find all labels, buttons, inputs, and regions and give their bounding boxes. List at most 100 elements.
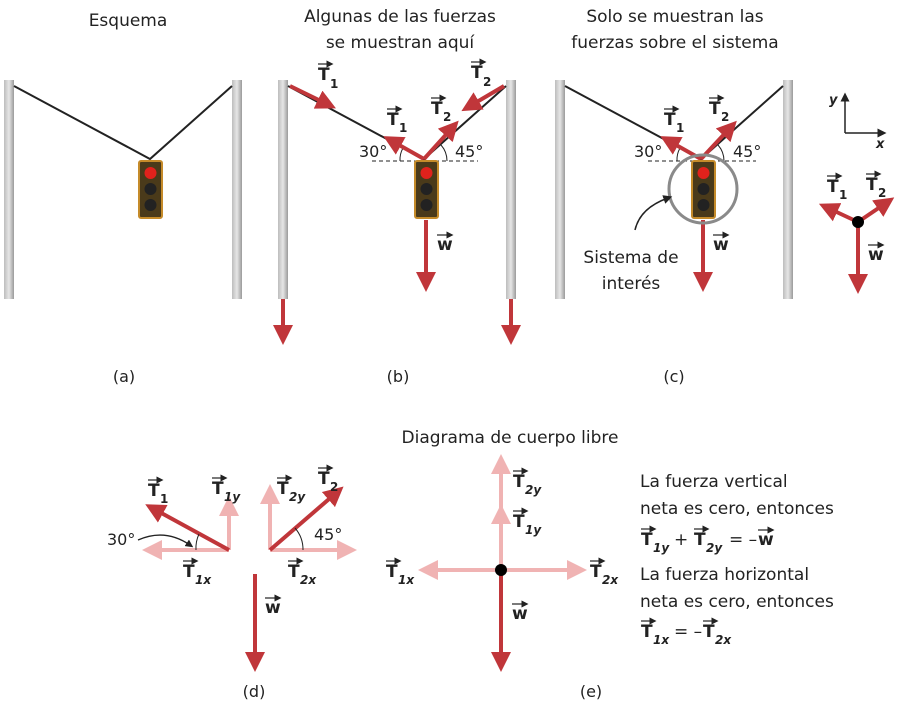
force-t2 [268,486,344,552]
svg-text:1x: 1x [195,573,212,587]
svg-text:1: 1 [399,121,407,135]
svg-text:T: T [386,562,398,582]
label-t1: T 1 [387,105,407,135]
equations: La fuerza vertical neta es cero, entonce… [640,472,834,647]
mini-free-body: T 1 T 2 w [818,170,895,294]
vertical-text-1: La fuerza vertical [640,472,788,492]
svg-text:2y: 2y [706,541,723,555]
title-c-line1: Solo se muestran las [586,7,763,27]
label-t1: T 1 [664,105,684,135]
angle-30: 30° [634,142,662,161]
svg-text:T: T [590,562,602,582]
svg-text:1y: 1y [653,541,670,555]
label-w: w [512,600,529,624]
svg-text:T: T [641,622,653,642]
system-pointer [634,195,673,231]
svg-text:2x: 2x [300,573,317,587]
label-w: w [713,231,730,255]
angle-arc-45 [294,527,304,551]
label-t2: T 2 [709,94,729,124]
force-t1 [383,136,425,161]
svg-text:2x: 2x [602,573,619,587]
vertical-equation: T 1y + T 2y = – w [641,525,775,555]
svg-text:T: T [641,530,653,550]
angle-30: 30° [107,530,135,549]
svg-text:2: 2 [330,480,338,494]
svg-text:T: T [431,99,443,119]
svg-text:T: T [183,562,195,582]
label-t1x: T 1x [386,557,415,587]
horizontal-text-1: La fuerza horizontal [640,565,809,585]
svg-text:1x: 1x [398,573,415,587]
svg-text:T: T [387,110,399,130]
label-a: (a) [113,367,135,386]
horizontal-equation: T 1x = – T 2x [641,617,732,647]
label-e: (e) [580,682,602,701]
panel-c: Solo se muestran las fuerzas sobre el si… [555,7,895,386]
svg-text:T: T [827,177,839,197]
system-label-line2: interés [602,274,661,294]
svg-text:T: T [703,622,715,642]
svg-text:+: + [674,530,688,550]
angle-arc-30 [399,147,404,162]
traffic-light [138,160,163,219]
label-t2y: T 2y [513,467,542,497]
angle-arc-30 [195,533,200,551]
svg-text:2y: 2y [525,483,542,497]
svg-text:1y: 1y [525,523,542,537]
horizontal-text-2: neta es cero, entonces [640,592,834,612]
angle-arc-30 [676,147,681,162]
svg-text:2: 2 [443,110,451,124]
pole-left [4,80,14,299]
label-t2x: T 2x [590,557,619,587]
pole-right [232,80,242,299]
svg-text:T: T [318,469,330,489]
svg-text:T: T [471,63,483,83]
svg-text:1: 1 [160,492,168,506]
label-t1y: T 1y [212,474,241,504]
svg-text:T: T [148,481,160,501]
traffic-light [414,160,439,219]
svg-text:T: T [277,479,289,499]
body-point [495,564,507,576]
title-fbd: Diagrama de cuerpo libre [402,428,619,448]
svg-text:2: 2 [878,186,886,200]
svg-text:T: T [513,512,525,532]
svg-text:x: x [875,137,885,152]
pole-right [506,80,516,299]
svg-text:2x: 2x [715,633,732,647]
angle-45: 45° [455,142,483,161]
title-b-line1: Algunas de las fuerzas [304,7,496,27]
title-a: Esquema [89,11,168,31]
svg-text:T: T [513,472,525,492]
angle-arc-45 [440,144,448,162]
label-w: w [265,594,282,618]
label-c: (c) [663,367,684,386]
svg-text:w: w [437,235,453,255]
panel-b: Algunas de las fuerzas se muestran aquí … [273,7,521,386]
label-t2: T 2 [318,464,338,494]
label-w: w [437,231,454,255]
traffic-light [691,160,716,219]
label-t1: T 1 [148,476,168,506]
force-t1 [145,504,230,552]
svg-text:T: T [709,99,721,119]
label-t2-pole: T 2 [471,58,491,89]
force-t2-on-pole [461,84,506,112]
svg-text:T: T [694,530,706,550]
system-circle [667,153,739,225]
svg-text:= –: = – [729,530,757,550]
svg-text:w: w [713,235,729,255]
svg-text:T: T [664,110,676,130]
angle-45: 45° [314,525,342,544]
panel-d: 30° 45° T 1 T 1y T 2y T 2 T [107,464,357,701]
svg-text:T: T [288,562,300,582]
svg-text:1: 1 [676,121,684,135]
title-b-line2: se muestran aquí [326,33,476,53]
label-b: (b) [387,367,410,386]
label-t2y: T 2y [277,474,306,504]
svg-text:= –: = – [674,622,702,642]
angle-pointer [137,534,194,548]
label-t1-pole: T 1 [318,60,338,91]
